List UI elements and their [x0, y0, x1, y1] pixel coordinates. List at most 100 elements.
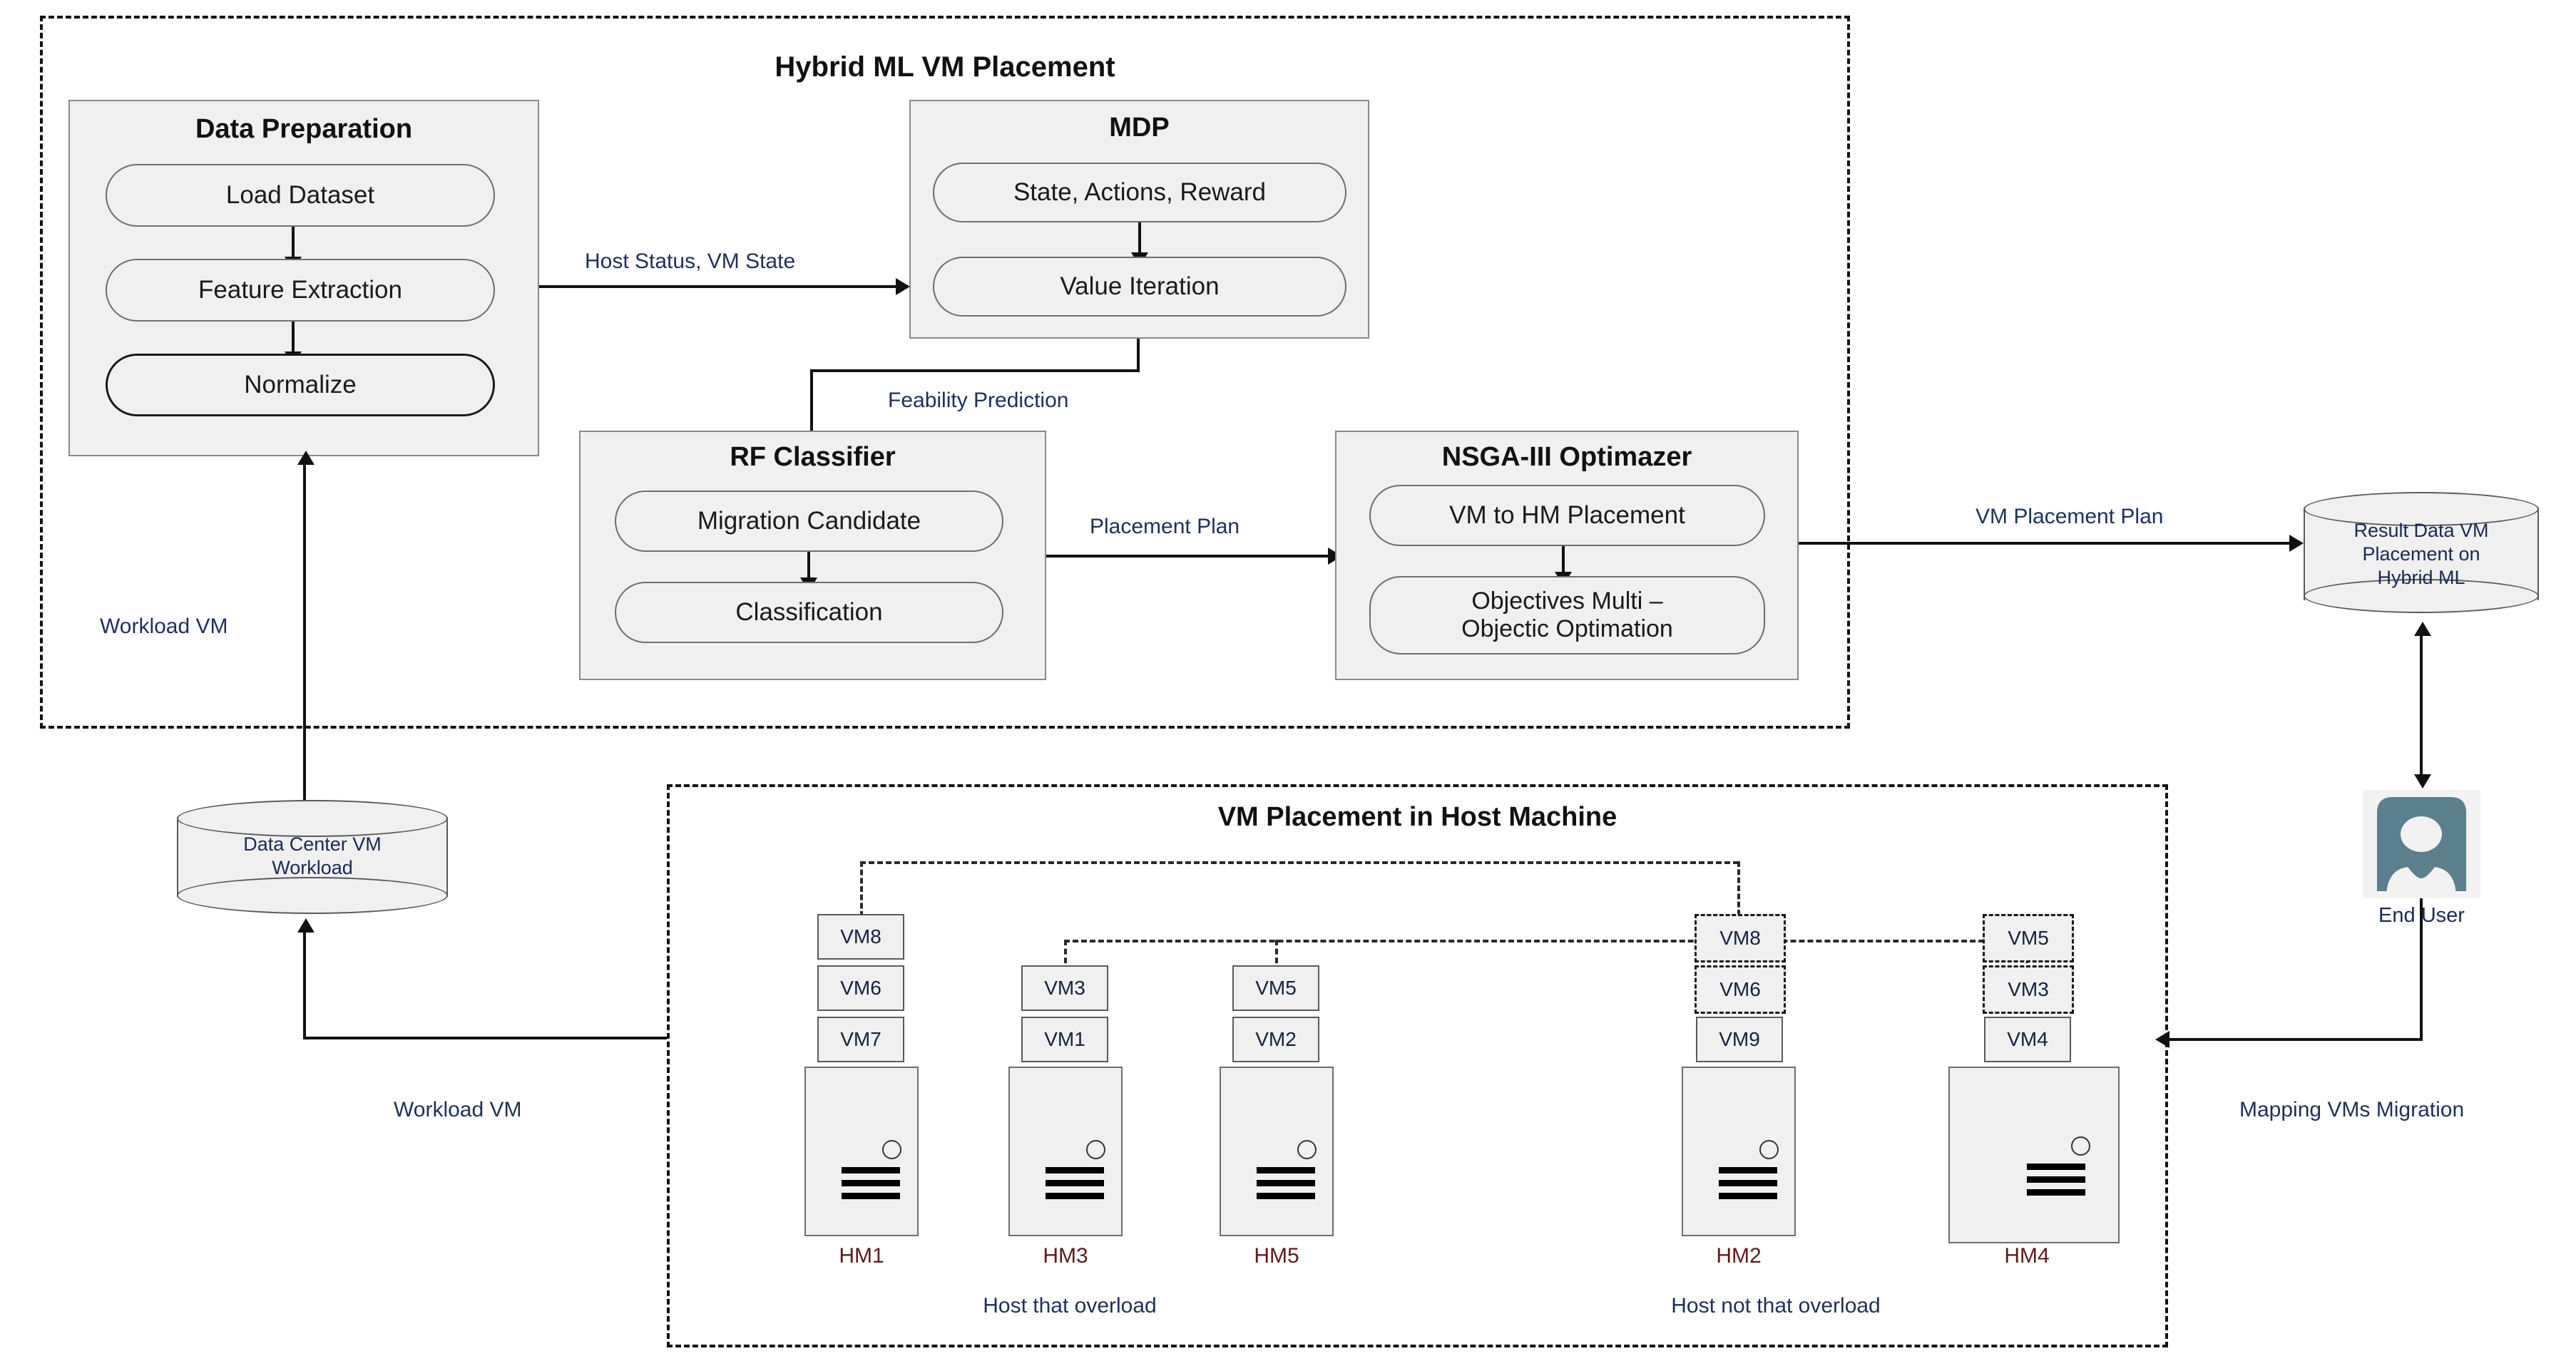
vm-box-hm1-1[interactable]: VM6: [817, 965, 904, 1011]
cylinder-bottom-ellipse: [2304, 579, 2539, 613]
vm-box-hm5-0[interactable]: VM5: [1232, 965, 1319, 1011]
connector-rf-to-nsga: [1046, 555, 1328, 558]
node-vm-to-hm-placement[interactable]: VM to HM Placement: [1369, 485, 1765, 546]
migration-path1-down: [1737, 861, 1740, 940]
vm-label: VM8: [840, 925, 881, 948]
host-machine-hm3[interactable]: [1008, 1067, 1123, 1236]
vm-placement-region: [667, 784, 2168, 1347]
datacenter-line2: Workload: [272, 856, 353, 878]
host-machine-hm5[interactable]: [1220, 1067, 1334, 1236]
vm-box-hm1-0[interactable]: VM8: [817, 914, 904, 960]
connector-feature-to-normalize: [292, 322, 295, 356]
mdp-title: MDP: [1109, 113, 1170, 143]
connector-workload-horizontal: [303, 1037, 667, 1039]
vm-box-hm3-0[interactable]: VM3: [1021, 965, 1108, 1011]
node-objectives-multi-optimation[interactable]: Objectives Multi – Objectic Optimation: [1369, 576, 1765, 654]
node-vm-to-hm-placement-label: VM to HM Placement: [1449, 500, 1685, 529]
node-load-dataset[interactable]: Load Dataset: [106, 164, 495, 227]
cylinder-top-ellipse: [177, 800, 448, 837]
migration-path2-across: [1064, 940, 2027, 943]
node-classification[interactable]: Classification: [615, 582, 1003, 643]
node-feature-extraction[interactable]: Feature Extraction: [106, 259, 495, 322]
migration-path1-across: [860, 861, 1739, 864]
vm-box-hm4-1[interactable]: VM3: [1983, 965, 2074, 1014]
node-objectives-line1: Objectives Multi –: [1471, 587, 1663, 615]
data-preparation-title: Data Preparation: [195, 114, 413, 144]
host-vent-bar: [2027, 1176, 2085, 1183]
hybrid-ml-region-title: Hybrid ML VM Placement: [775, 51, 1115, 83]
node-state-actions-reward-label: State, Actions, Reward: [1013, 178, 1267, 206]
host-tower: [1008, 1067, 1123, 1236]
vm-label: VM5: [1255, 977, 1297, 999]
connector-nsga-to-result: [1799, 542, 2298, 545]
edge-label-placement-plan: Placement Plan: [1090, 515, 1240, 538]
vm-box-hm2-1[interactable]: VM6: [1695, 965, 1786, 1014]
edge-label-feability: Feability Prediction: [888, 389, 1069, 412]
vm-box-hm3-1[interactable]: VM1: [1021, 1017, 1108, 1062]
host-power-button-icon: [882, 1140, 901, 1159]
connector-mdp-to-rf-vertical: [810, 369, 813, 441]
vm-label: VM6: [840, 977, 881, 999]
host-tower: [1682, 1067, 1796, 1236]
host-vent-bar: [1046, 1167, 1104, 1174]
node-normalize[interactable]: Normalize: [106, 354, 495, 416]
arrowhead-datacenter-to-dataprep: [297, 451, 315, 465]
connector-datacenter-to-dataprep: [303, 463, 306, 813]
host-label-hm1: HM1: [839, 1244, 884, 1268]
host-machine-hm1[interactable]: [804, 1067, 919, 1236]
vm-label: VM2: [1255, 1028, 1297, 1050]
user-avatar-icon: [2363, 790, 2480, 898]
connector-vmhm-to-objectives: [1562, 546, 1565, 576]
vm-box-hm4-2[interactable]: VM4: [1984, 1017, 2071, 1062]
host-machine-hm4[interactable]: [1948, 1067, 2120, 1243]
arrowhead-result-to-enduser: [2414, 774, 2431, 789]
arrowhead-enduser-to-result: [2414, 622, 2431, 636]
data-center-cylinder: Data Center VM Workload: [177, 800, 448, 914]
node-load-dataset-label: Load Dataset: [225, 180, 375, 209]
caption-host-overload: Host that overload: [983, 1294, 1157, 1318]
node-value-iteration-label: Value Iteration: [1060, 272, 1220, 300]
end-user-avatar: [2363, 790, 2480, 898]
host-power-button-icon: [1297, 1140, 1317, 1159]
vm-label: VM9: [1719, 1028, 1760, 1050]
host-vent-bar: [2027, 1189, 2085, 1196]
host-power-button-icon: [1759, 1140, 1779, 1159]
connector-enduser-down: [2420, 898, 2423, 1041]
connector-mdp-down-stub: [1137, 339, 1140, 372]
connector-enduser-to-hosts: [2168, 1038, 2421, 1041]
result-line3: Hybrid ML: [2377, 566, 2465, 588]
node-migration-candidate[interactable]: Migration Candidate: [615, 491, 1003, 552]
vm-label: VM6: [1719, 978, 1761, 1000]
vm-box-hm2-2[interactable]: VM9: [1696, 1017, 1783, 1062]
vm-box-hm5-1[interactable]: VM2: [1232, 1017, 1319, 1062]
connector-result-enduser: [2420, 635, 2423, 777]
host-vent-bar: [1719, 1193, 1777, 1199]
edge-label-host-status: Host Status, VM State: [585, 250, 796, 273]
data-center-cylinder-label: Data Center VM Workload: [177, 833, 448, 880]
host-vent-bar: [842, 1193, 900, 1199]
node-value-iteration[interactable]: Value Iteration: [933, 257, 1346, 317]
datacenter-line1: Data Center VM: [243, 833, 382, 855]
connector-dataprep-to-mdp: [539, 285, 896, 288]
host-vent-bar: [842, 1180, 900, 1186]
edge-label-workload-vm-left: Workload VM: [100, 615, 228, 638]
host-label-hm4: HM4: [2004, 1244, 2050, 1268]
host-vent-bar: [1046, 1180, 1104, 1186]
vm-label: VM3: [1044, 977, 1085, 999]
arrowhead-workload-to-datacenter: [297, 918, 315, 933]
migration-path1-up: [860, 861, 863, 917]
vm-box-hm4-0[interactable]: VM5: [1983, 914, 2074, 962]
vm-label: VM1: [1044, 1028, 1085, 1050]
result-line2: Placement on: [2362, 543, 2480, 565]
connector-mdp-to-rf-horizontal: [810, 369, 1138, 372]
node-state-actions-reward[interactable]: State, Actions, Reward: [933, 163, 1346, 222]
host-vent-bar: [1257, 1167, 1315, 1174]
vm-box-hm2-0[interactable]: VM8: [1695, 914, 1786, 962]
vm-placement-region-title: VM Placement in Host Machine: [1217, 802, 1617, 832]
vm-box-hm1-2[interactable]: VM7: [817, 1017, 904, 1062]
edge-label-workload-vm-bottom: Workload VM: [394, 1098, 522, 1121]
host-machine-hm2[interactable]: [1682, 1067, 1796, 1236]
host-vent-bar: [2027, 1164, 2085, 1170]
vm-label: VM5: [2008, 927, 2049, 949]
arrowhead-dataprep-to-mdp: [896, 278, 910, 295]
